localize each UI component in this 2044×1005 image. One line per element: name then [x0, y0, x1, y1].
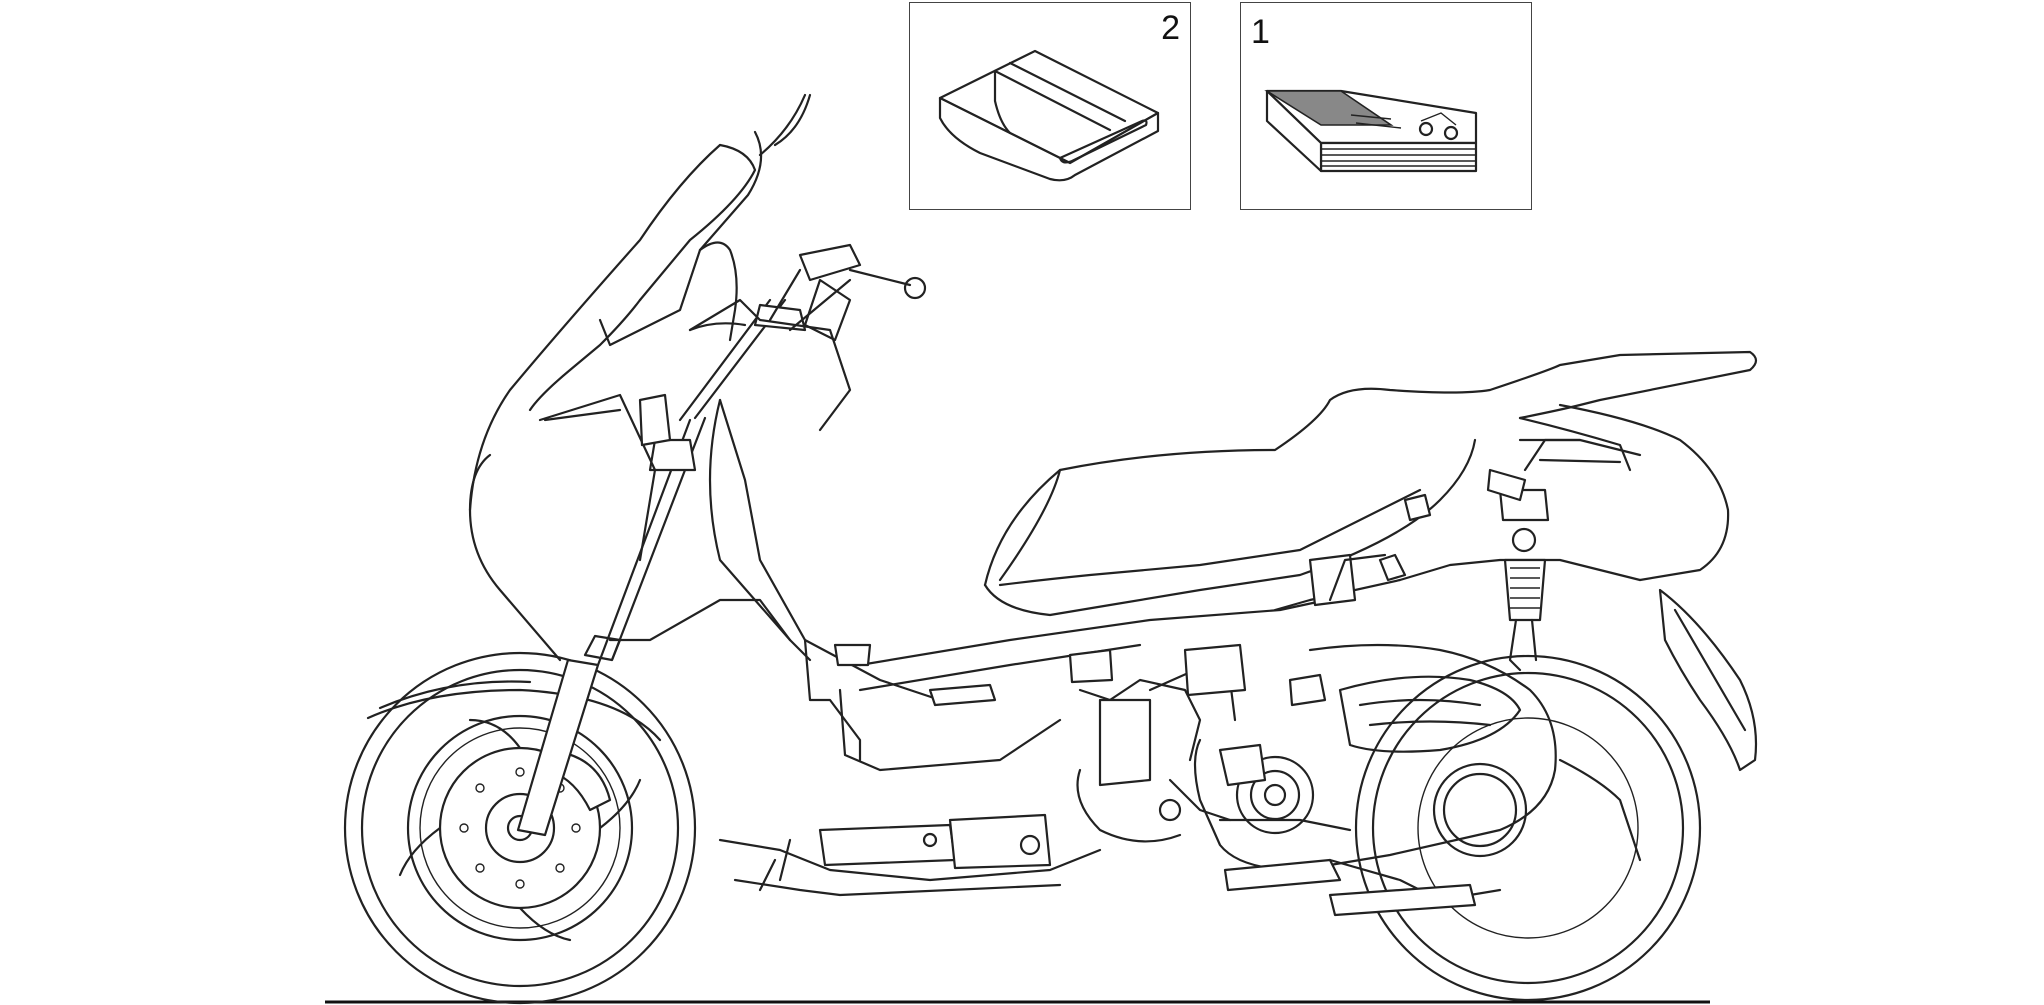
rear-wheel: [1354, 654, 1702, 1002]
body-frame: [608, 398, 1352, 897]
engine-transmission: [1076, 643, 1642, 917]
rear-body: [1273, 403, 1758, 772]
frame-details: [1328, 438, 1582, 602]
tool-pouch-illustration: [938, 49, 1160, 182]
inset-item-1[interactable]: 1: [1240, 2, 1532, 210]
front-fairing: [468, 93, 852, 662]
front-fork: [516, 298, 807, 837]
rear-shock: [1498, 488, 1550, 672]
callout-number-2: 2: [1161, 9, 1180, 47]
seat: [983, 350, 1758, 617]
callout-number-1: 1: [1251, 13, 1270, 51]
owners-manual-illustration: [1264, 89, 1478, 173]
handlebar: [768, 243, 927, 342]
front-fender: [366, 688, 662, 742]
inset-item-2[interactable]: 2: [909, 2, 1191, 210]
